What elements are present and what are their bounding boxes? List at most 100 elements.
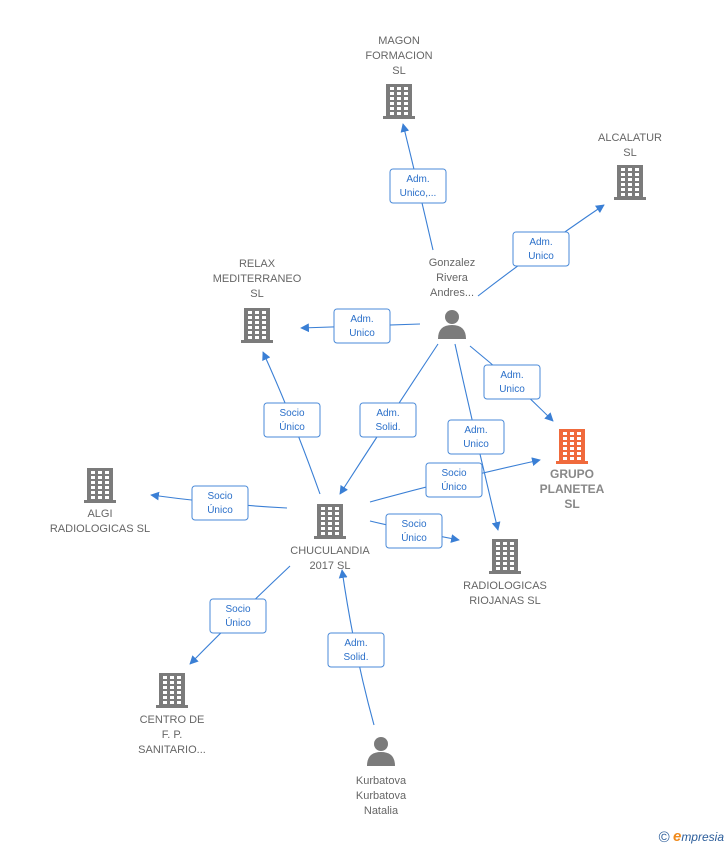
- building-window: [503, 557, 507, 560]
- building-window: [335, 507, 339, 510]
- building-window: [404, 92, 408, 95]
- building-window: [328, 517, 332, 520]
- building-base: [84, 500, 116, 503]
- building-window: [510, 552, 514, 555]
- node-label: MAGON: [378, 35, 420, 47]
- building-window: [177, 686, 181, 689]
- building-window: [563, 447, 567, 450]
- building-window: [321, 517, 325, 520]
- brand-name[interactable]: empresia: [672, 828, 724, 845]
- node-centro[interactable]: CENTRO DEF. P.SANITARIO...: [138, 673, 206, 756]
- building-window: [321, 532, 325, 535]
- building-window: [105, 491, 109, 494]
- building-base: [314, 536, 346, 539]
- node-label: Kurbatova: [356, 790, 407, 802]
- edge-label-text: Adm.: [464, 425, 487, 436]
- building-icon: [84, 468, 116, 503]
- building-window: [628, 193, 632, 196]
- edge-label-text: Adm.: [406, 174, 429, 185]
- building-window: [621, 183, 625, 186]
- node-label: GRUPO: [550, 467, 594, 481]
- edge-label-text: Unico: [528, 251, 554, 262]
- building-window: [262, 311, 266, 314]
- edge-label-text: Adm.: [376, 408, 399, 419]
- building-window: [177, 701, 181, 704]
- building-window: [397, 107, 401, 110]
- building-window: [163, 681, 167, 684]
- building-window: [390, 92, 394, 95]
- brand-rest: mpresia: [681, 830, 724, 844]
- building-icon: [383, 84, 415, 119]
- building-window: [321, 527, 325, 530]
- building-window: [177, 696, 181, 699]
- building-window: [328, 512, 332, 515]
- building-window: [496, 562, 500, 565]
- building-window: [163, 696, 167, 699]
- node-label: Andres...: [430, 287, 474, 299]
- building-window: [335, 522, 339, 525]
- building-window: [98, 491, 102, 494]
- edge-label-kurbatova-to-chuculandia[interactable]: Adm.Solid.: [327, 632, 385, 668]
- building-window: [248, 316, 252, 319]
- building-base: [383, 116, 415, 119]
- building-window: [503, 567, 507, 570]
- brand-initial: e: [672, 828, 682, 845]
- building-base: [614, 197, 646, 200]
- building-window: [91, 496, 95, 499]
- building-window: [510, 547, 514, 550]
- building-window: [321, 512, 325, 515]
- building-window: [262, 336, 266, 339]
- building-icon: [241, 308, 273, 343]
- edge-label-box: [425, 462, 483, 498]
- node-label: CENTRO DE: [140, 714, 205, 726]
- building-window: [91, 476, 95, 479]
- edge-label-text: Solid.: [375, 422, 400, 433]
- building-window: [390, 107, 394, 110]
- building-window: [563, 437, 567, 440]
- edge-label-gonzalez-to-magon[interactable]: Adm.Unico,...: [389, 168, 447, 204]
- edge-label-gonzalez-to-riojanas[interactable]: Adm.Unico: [447, 419, 505, 455]
- building-icon: [614, 165, 646, 200]
- copyright-symbol: ©: [658, 829, 670, 846]
- edge-label-text: Unico: [349, 328, 375, 339]
- building-window: [510, 557, 514, 560]
- edge-label-gonzalez-to-chuculandia[interactable]: Adm. Solid.: [359, 402, 417, 438]
- building-window: [635, 188, 639, 191]
- edge-label-text: Único: [225, 616, 251, 629]
- building-window: [503, 542, 507, 545]
- building-window: [503, 552, 507, 555]
- building-window: [563, 432, 567, 435]
- node-label: ALGI: [87, 508, 112, 520]
- building-window: [98, 481, 102, 484]
- building-window: [163, 691, 167, 694]
- building-window: [390, 112, 394, 115]
- building-window: [570, 437, 574, 440]
- edge-label-gonzalez-to-alcalatur[interactable]: Adm.Unico: [512, 231, 570, 267]
- node-gonzalez[interactable]: GonzalezRiveraAndres...: [429, 257, 475, 339]
- edge-label-gonzalez-to-grupo[interactable]: Adm.Unico: [483, 364, 541, 400]
- building-window: [328, 507, 332, 510]
- edge-label-gonzalez-to-relax[interactable]: Adm.Unico: [333, 308, 391, 344]
- building-window: [397, 97, 401, 100]
- edge-label-text: Único: [401, 531, 427, 544]
- node-label: SL: [623, 147, 636, 159]
- building-window: [170, 691, 174, 694]
- edge-label-box: [263, 402, 321, 438]
- node-label: SL: [250, 288, 263, 300]
- building-window: [390, 87, 394, 90]
- building-window: [98, 486, 102, 489]
